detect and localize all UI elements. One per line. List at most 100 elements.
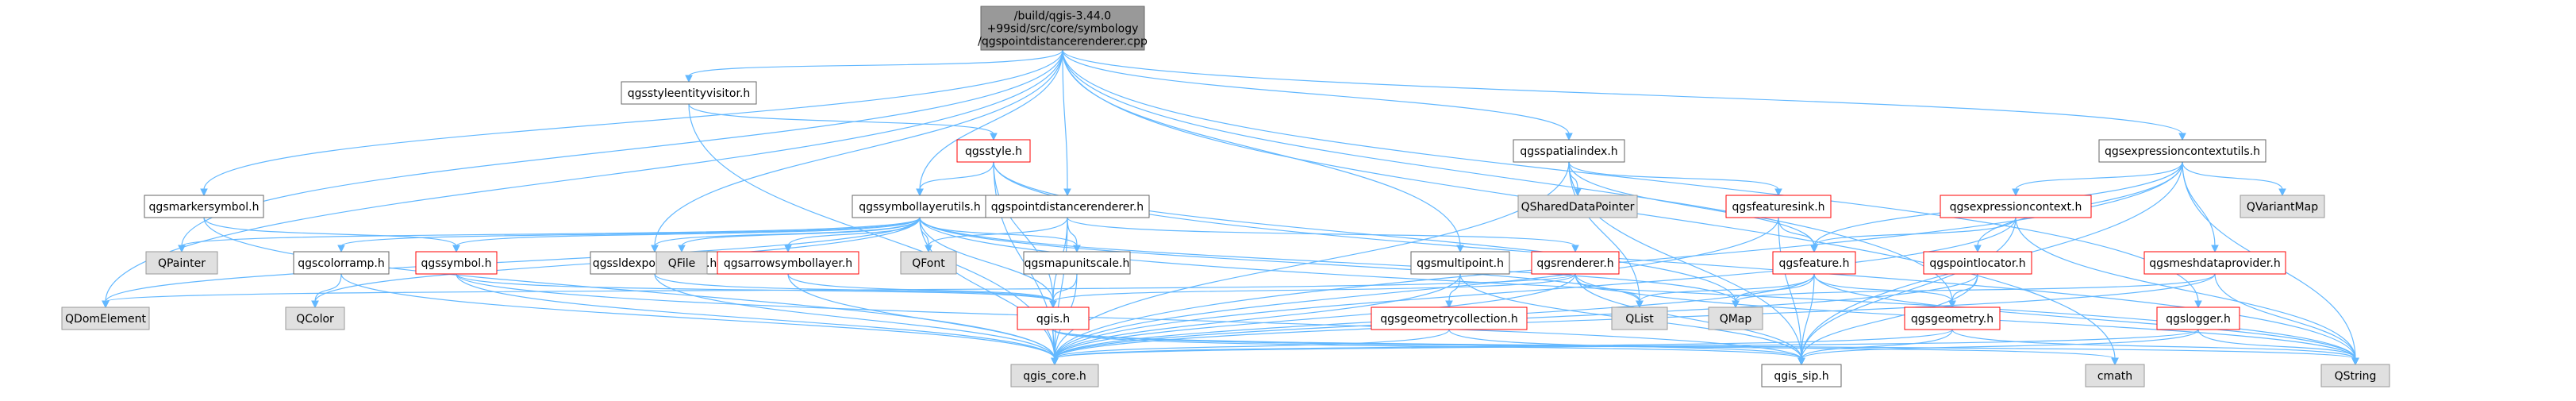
node-box: [2098, 139, 2266, 163]
include-edge-qgssymbol-to-qgis_core: [456, 273, 1055, 360]
include-edge-qgsfeature-to-QMap: [1735, 273, 1815, 303]
edge-arrowhead: [200, 188, 208, 197]
node-qgsstyleentityvisitor[interactable]: qgsstyleentityvisitor.h: [621, 81, 757, 105]
include-edge-qgsrenderer-to-QDomElement: [105, 273, 1576, 303]
edge-arrowhead: [1732, 300, 1740, 309]
include-edge-qgsexpressioncontext-to-qgsfeature: [1813, 217, 2017, 247]
node-box: [1023, 251, 1131, 275]
edge-arrowhead: [1565, 133, 1573, 141]
edge-arrowhead: [1974, 245, 1982, 253]
node-label: qgis_sip.h: [1774, 370, 1828, 383]
include-edge-root-to-qgsgeometry: [1062, 49, 1953, 303]
node-qgssymbol[interactable]: qgssymbol.h: [415, 251, 498, 275]
node-box: [1513, 139, 1625, 163]
edge-arrowhead: [1636, 300, 1644, 309]
edge-arrowhead: [1049, 300, 1057, 309]
node-qgsgeometry[interactable]: qgsgeometry.h: [1904, 307, 2001, 330]
node-label: qgscolorramp.h: [298, 257, 384, 270]
node-label: qgssymbol.h: [421, 257, 492, 270]
node-qgscolorramp[interactable]: qgscolorramp.h: [293, 251, 390, 275]
include-edge-root-to-qgslogger: [1062, 49, 2199, 303]
node-box: [144, 195, 264, 218]
edge-arrowhead: [452, 245, 460, 253]
include-edge-qgsfeature-to-qgis_sip: [1801, 273, 1815, 360]
node-qgsmapunitscale[interactable]: qgsmapunitscale.h: [1023, 251, 1131, 275]
edge-arrowhead: [685, 75, 693, 83]
node-qgsrenderer[interactable]: qgsrenderer.h: [1531, 251, 1620, 275]
node-label: /qgspointdistancerenderer.cpp: [978, 36, 1148, 48]
edge-arrowhead: [651, 245, 659, 253]
node-box: [2156, 307, 2240, 330]
include-edge-qgsexpressioncontext-to-QString: [2015, 217, 2356, 360]
include-edge-qgsfeaturesink-to-qgis_core: [1054, 217, 1779, 360]
node-QFile: QFile: [656, 251, 708, 275]
include-edge-qgscolorramp-to-QColor: [314, 273, 342, 303]
node-label: qgsstyle.h: [965, 145, 1022, 158]
node-label: qgis_core.h: [1023, 370, 1086, 383]
include-edge-qgsmultipoint-to-qgsgeometrycollection: [1448, 273, 1461, 303]
include-edge-qgssymbollayerutils-to-qgscolorramp: [340, 217, 921, 247]
node-qgspointdistancerenderer[interactable]: qgspointdistancerenderer.h: [985, 195, 1150, 218]
node-qgslogger[interactable]: qgslogger.h: [2156, 307, 2240, 330]
edge-arrowhead: [1051, 357, 1059, 366]
node-label: QString: [2335, 370, 2377, 383]
include-edge-qgspointdistancerenderer-to-qgis_core: [1054, 217, 1068, 360]
node-qgsmarkersymbol[interactable]: qgsmarkersymbol.h: [144, 195, 264, 218]
node-label: qgis.h: [1036, 313, 1070, 326]
node-qgspointlocator[interactable]: qgspointlocator.h: [1923, 251, 2032, 275]
node-root[interactable]: /build/qgis-3.44.0+99sid/src/core/symbol…: [978, 6, 1148, 51]
node-QSharedDataPointer: QSharedDataPointer: [1517, 195, 1638, 218]
node-label: cmath: [2097, 370, 2132, 383]
edge-arrowhead: [925, 245, 932, 253]
edge-arrowhead: [1073, 245, 1081, 253]
node-qgsarrowsymbollayer[interactable]: qgsarrowsymbollayer.h: [717, 251, 859, 275]
node-qgsspatialindex[interactable]: qgsspatialindex.h: [1513, 139, 1625, 163]
include-edge-qgis-to-QString: [1052, 329, 2356, 360]
node-qgsfeature[interactable]: qgsfeature.h: [1772, 251, 1856, 275]
include-edge-qgsfeature-to-qgsgeometry: [1813, 273, 1953, 303]
include-edge-qgsstyle-to-qgssymbollayerutils: [919, 161, 994, 191]
edge-arrowhead: [2012, 188, 2020, 197]
node-qgis[interactable]: qgis.h: [1017, 307, 1090, 330]
include-edge-qgis-to-qgis_sip: [1052, 329, 1802, 360]
include-edge-qgsrenderer-to-qgis: [1052, 273, 1576, 303]
node-box: [61, 307, 150, 330]
include-edge-qgssymbollayerutils-to-qgssymbol: [456, 217, 921, 247]
node-box: [1611, 307, 1668, 330]
node-qgsmeshdataprovider[interactable]: qgsmeshdataprovider.h: [2143, 251, 2286, 275]
include-edge-qgsfeaturesink-to-qgsfeature: [1778, 217, 1815, 247]
include-edge-qgssymbollayerutils-to-QPainter: [181, 217, 921, 247]
node-box: [1010, 364, 1099, 388]
edge-arrowhead: [2211, 245, 2219, 253]
node-box: [1371, 307, 1528, 330]
node-box: [293, 251, 390, 275]
include-edge-qgssymbollayerutils-to-QDomElement: [105, 217, 921, 303]
include-edge-qgsmarkersymbol-to-qgssymbol: [203, 217, 457, 247]
edge-arrowhead: [2351, 357, 2359, 366]
edge-arrowhead: [2178, 133, 2186, 141]
node-box: [900, 251, 957, 275]
include-edge-qgsarrowsymbollayer-to-qgis_core: [787, 273, 1055, 360]
node-qgsexpressioncontextutils[interactable]: qgsexpressioncontextutils.h: [2098, 139, 2266, 163]
node-QMap: QMap: [1708, 307, 1763, 330]
include-edge-root-to-qgsmarkersymbol: [203, 49, 1063, 191]
node-qgsstyle[interactable]: qgsstyle.h: [956, 139, 1031, 163]
node-label: qgsspatialindex.h: [1520, 145, 1617, 158]
node-qgssymbollayerutils[interactable]: qgssymbollayerutils.h: [852, 195, 988, 218]
edge-arrowhead: [178, 245, 186, 253]
node-label: QPainter: [158, 257, 206, 270]
include-edge-qgssymbollayerutils-to-QList: [919, 217, 1640, 303]
node-qgsexpressioncontext[interactable]: qgsexpressioncontext.h: [1940, 195, 2092, 218]
node-label: QMap: [1720, 313, 1752, 326]
include-edge-qgscolorramp-to-qgis_core: [340, 273, 1055, 360]
node-label: qgsrenderer.h: [1536, 257, 1613, 270]
node-box: [956, 139, 1031, 163]
node-qgsfeaturesink[interactable]: qgsfeaturesink.h: [1725, 195, 1832, 218]
node-qgsmultipoint[interactable]: qgsmultipoint.h: [1410, 251, 1510, 275]
edges-layer: [102, 49, 2359, 366]
include-edge-qgsspatialindex-to-QList: [1568, 161, 1640, 303]
node-qgsgeometrycollection[interactable]: qgsgeometrycollection.h: [1371, 307, 1528, 330]
node-qgis_sip[interactable]: qgis_sip.h: [1761, 364, 1842, 388]
node-label: QList: [1625, 313, 1654, 326]
